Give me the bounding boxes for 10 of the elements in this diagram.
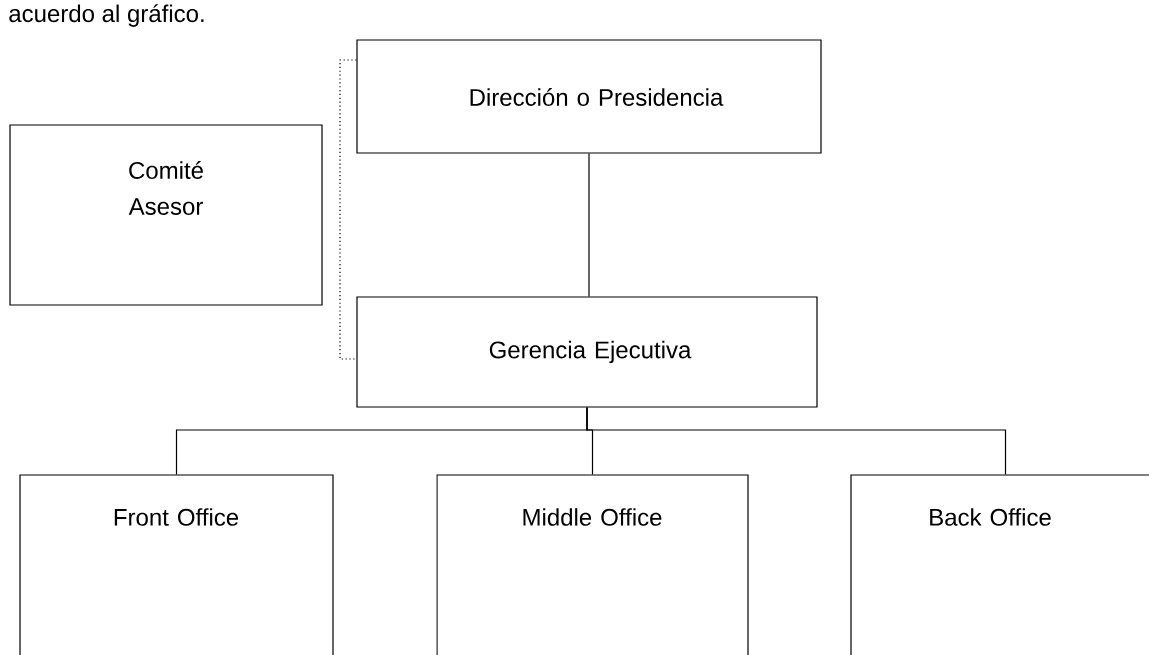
org-box: Middle Office (436, 474, 749, 655)
org-box: Comité Asesor (9, 124, 323, 306)
connector-line (586, 407, 1007, 475)
org-box: Dirección o Presidencia (356, 39, 822, 154)
org-box: Gerencia Ejecutiva (356, 296, 818, 408)
org-box: Front Office (19, 474, 334, 655)
dotted-connector (339, 59, 357, 360)
intro-text: acuerdo al gráfico. (9, 4, 204, 27)
connector-line (588, 153, 590, 297)
org-box: Back Office (850, 474, 1149, 655)
